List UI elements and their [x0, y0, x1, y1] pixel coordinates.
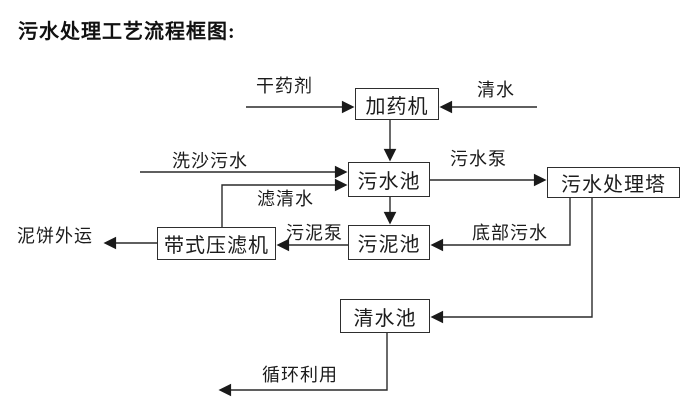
node-clear-water-pool: 清水池 [340, 299, 430, 333]
arrow-filtered-water [221, 178, 348, 227]
edge-label-recycle: 循环利用 [262, 365, 338, 385]
edge-label-filtered-water: 滤清水 [257, 189, 314, 209]
edge-label-dry-agent: 干药剂 [256, 76, 313, 96]
node-sewage-treatment-tower: 污水处理塔 [547, 167, 680, 198]
edge-label-sewage-pump: 污水泵 [450, 149, 507, 169]
node-belt-filter-press: 带式压滤机 [157, 227, 276, 260]
arrow-tower-to-clear-pool [430, 197, 593, 324]
node-sludge-pool: 污泥池 [348, 225, 430, 260]
edge-label-sand-washing-sewage: 洗沙污水 [172, 151, 248, 171]
arrow-bottom-sewage [430, 197, 571, 252]
edge-label-sludge-pump: 污泥泵 [286, 223, 343, 243]
node-dosing-machine: 加药机 [355, 88, 439, 120]
edge-label-clear-water: 清水 [477, 80, 515, 100]
edge-label-mud-cake-out: 泥饼外运 [17, 226, 93, 246]
arrow-recycle [218, 333, 388, 397]
edge-label-bottom-sewage: 底部污水 [472, 223, 548, 243]
node-sewage-pool: 污水池 [348, 162, 430, 197]
page-title: 污水处理工艺流程框图: [18, 21, 236, 43]
